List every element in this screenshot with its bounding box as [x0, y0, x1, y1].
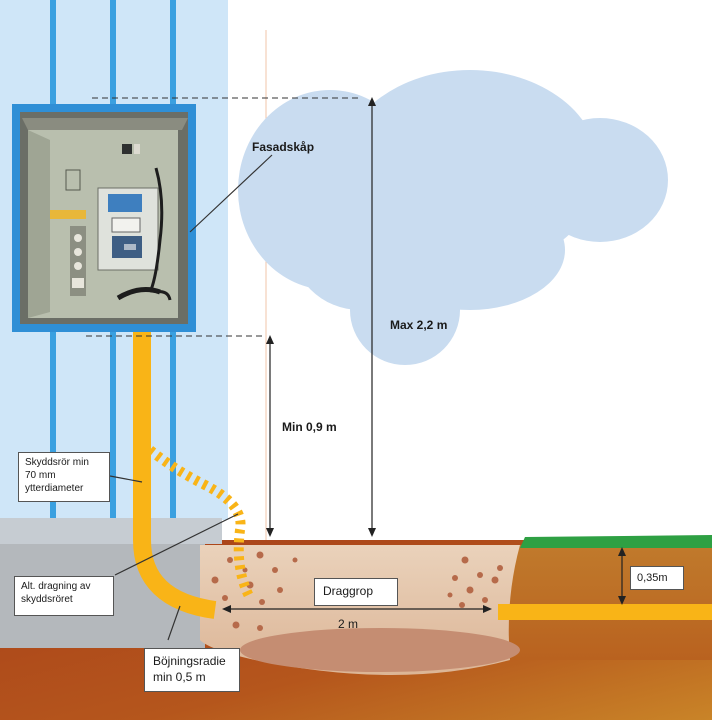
pit-bottom: [240, 628, 520, 672]
alt-pipe-route: [146, 446, 255, 601]
depth-arrow: [618, 547, 626, 605]
facade-cabinet: [12, 104, 196, 332]
alt-route-callout: Alt. dragning av skyddsröret: [14, 576, 114, 616]
alt-route-line: Alt. dragning av: [21, 581, 91, 592]
bend-line: Böjningsradie: [153, 654, 226, 668]
grass-strip: [520, 535, 712, 548]
gravel: [211, 551, 503, 631]
pipe-spec-callout: Skyddsrör min 70 mm ytterdiameter: [18, 452, 110, 502]
pit-length-arrow: [222, 605, 492, 613]
cabinet-label: Fasadskåp: [252, 140, 315, 154]
building-plinth-top: [0, 518, 222, 544]
pipe-spec-line: Skyddsrör min: [25, 457, 89, 468]
pit-label-box: Draggrop: [314, 578, 398, 606]
pipe-spec-line: 70 mm: [25, 470, 56, 481]
max-height-label: Max 2,2 m: [390, 318, 448, 332]
min-height-arrow: [266, 335, 274, 537]
alt-route-line: skyddsröret: [21, 594, 73, 605]
protective-pipe: [133, 328, 217, 619]
pit-label: Draggrop: [323, 584, 374, 598]
pit-length-label: 2 m: [338, 617, 359, 631]
depth-label-box: 0,35m: [630, 566, 684, 590]
bend-line: min 0,5 m: [153, 670, 206, 684]
max-height-arrow: [368, 97, 376, 537]
leader-lines: [109, 154, 273, 641]
depth-label: 0,35m: [637, 572, 668, 584]
pipe-spec-line: ytterdiameter: [25, 483, 84, 494]
bend-radius-callout: Böjningsradie min 0,5 m: [144, 648, 240, 692]
pipe-right: [498, 604, 712, 620]
earth-right: [500, 545, 712, 660]
cloud-shape: [238, 70, 668, 365]
min-height-label: Min 0,9 m: [282, 420, 337, 434]
